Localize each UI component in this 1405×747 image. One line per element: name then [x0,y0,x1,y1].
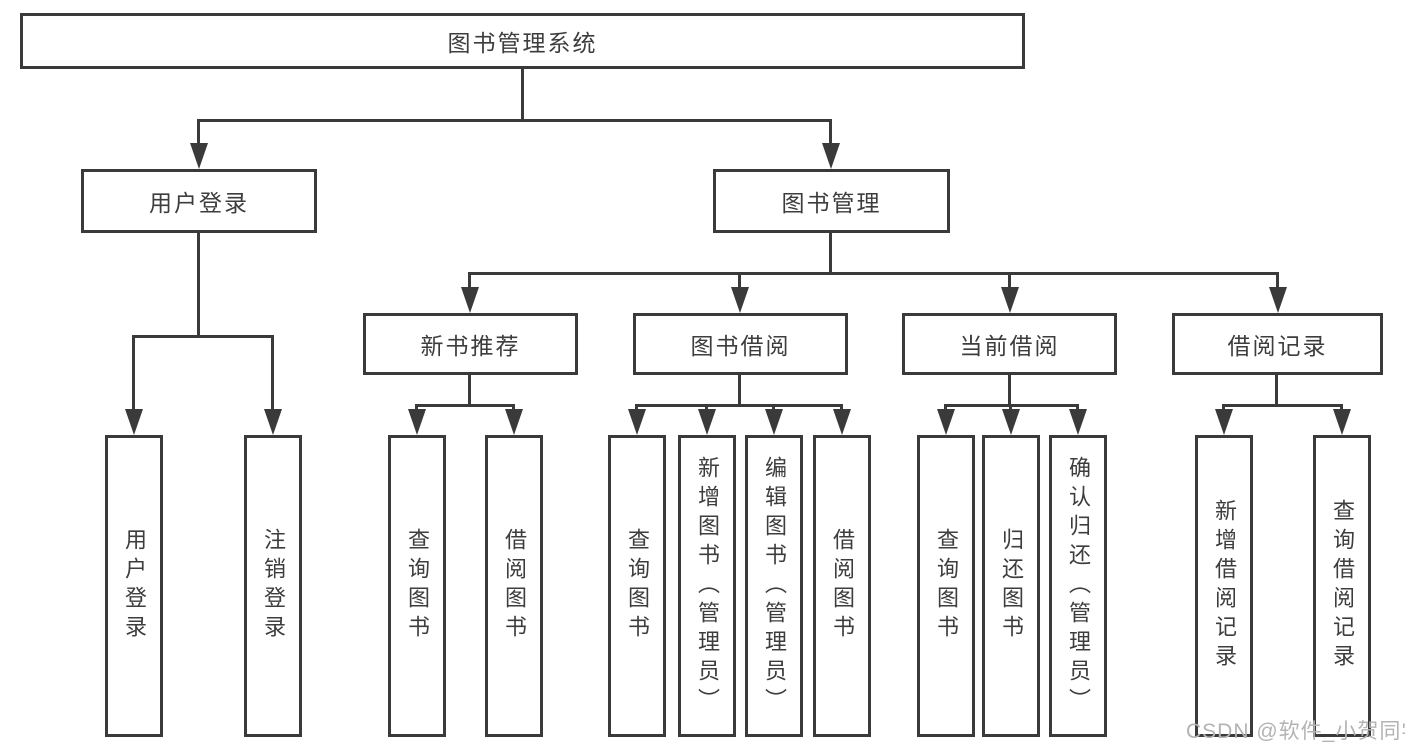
leaf-query-borrow-record-label: 查询借阅记录 [1330,499,1355,673]
leaf-query-books-recommend: 查询图书 [388,435,446,737]
connector-line [946,404,1079,407]
connector-line [521,69,524,120]
connector-line [705,404,708,412]
arrow-down-icon [731,287,749,313]
leaf-query-books-recommend-label: 查询图书 [405,528,430,644]
leaf-logout-label: 注销登录 [261,528,286,644]
leaf-borrow-books: 借阅图书 [813,435,871,737]
leaf-query-books-borrow-label: 查询图书 [625,528,650,644]
connector-line [197,233,200,336]
node-user-login-label: 用户登录 [149,190,249,216]
connector-line [134,335,274,338]
node-root-label: 图书管理系统 [447,30,598,56]
leaf-edit-books-admin: 编辑图书（管理员） [745,435,803,737]
connector-line [1076,404,1079,412]
arrow-down-icon [1002,409,1020,435]
connector-line [271,335,274,410]
arrow-down-icon [833,409,851,435]
node-new-book-recommend: 新书推荐 [363,313,578,375]
connector-line [738,272,741,288]
connector-line [944,404,947,412]
leaf-confirm-return-admin: 确认归还（管理员） [1049,435,1107,737]
node-root: 图书管理系统 [20,13,1025,69]
arrow-down-icon [822,143,840,169]
leaf-add-borrow-record-label: 新增借阅记录 [1212,499,1237,673]
node-book-management-label: 图书管理 [781,190,882,216]
leaf-add-books-admin-label: 新增图书（管理员） [695,455,720,717]
arrow-down-icon [1269,287,1287,313]
leaf-add-borrow-record: 新增借阅记录 [1195,435,1253,737]
leaf-borrow-books-recommend-label: 借阅图书 [502,528,527,644]
node-user-login: 用户登录 [81,169,317,233]
connector-line [197,119,200,145]
leaf-query-books-borrow: 查询图书 [608,435,666,737]
leaf-edit-books-admin-label: 编辑图书（管理员） [762,455,787,717]
connector-line [132,335,135,410]
connector-line [738,375,741,407]
arrow-down-icon [505,409,523,435]
node-borrow-records-label: 借阅记录 [1227,333,1328,359]
node-current-borrow-label: 当前借阅 [959,333,1060,359]
connector-line [1275,375,1278,407]
leaf-query-books-current-label: 查询图书 [934,528,959,644]
connector-line [1224,404,1343,407]
watermark-text: CSDN @软件_小贺同学 [1186,720,1405,743]
connector-line [1009,404,1012,412]
leaf-add-books-admin: 新增图书（管理员） [678,435,736,737]
arrow-down-icon [937,409,955,435]
connector-line [1008,375,1011,407]
connector-line [417,404,515,407]
arrow-down-icon [1333,409,1351,435]
connector-line [415,404,418,412]
node-borrow-records: 借阅记录 [1172,313,1383,375]
connector-line [840,404,843,412]
arrow-down-icon [765,409,783,435]
arrow-down-icon [1001,287,1019,313]
leaf-borrow-books-label: 借阅图书 [830,528,855,644]
arrow-down-icon [1215,409,1233,435]
connector-line [829,233,832,273]
arrow-down-icon [408,409,426,435]
connector-line [637,404,843,407]
arrow-down-icon [190,143,208,169]
arrow-down-icon [264,409,282,435]
connector-line [1276,272,1279,288]
leaf-user-login-label: 用户登录 [122,528,147,644]
connector-line [470,272,1279,275]
leaf-borrow-books-recommend: 借阅图书 [485,435,543,737]
node-new-book-recommend-label: 新书推荐 [420,333,521,359]
connector-line [829,119,832,145]
connector-line [1222,404,1225,412]
leaf-query-borrow-record: 查询借阅记录 [1313,435,1371,737]
arrow-down-icon [125,409,143,435]
arrow-down-icon [628,409,646,435]
node-current-borrow: 当前借阅 [902,313,1117,375]
node-book-borrow: 图书借阅 [633,313,848,375]
node-book-borrow-label: 图书借阅 [690,333,791,359]
connector-line [468,272,471,288]
node-book-management: 图书管理 [713,169,950,233]
connector-line [468,375,471,407]
connector-line [635,404,638,412]
connector-line [772,404,775,412]
connector-line [1008,272,1011,288]
leaf-confirm-return-admin-label: 确认归还（管理员） [1066,455,1091,717]
leaf-logout: 注销登录 [244,435,302,737]
arrow-down-icon [698,409,716,435]
connector-line [512,404,515,412]
leaf-return-books: 归还图书 [982,435,1040,737]
arrow-down-icon [461,287,479,313]
leaf-return-books-label: 归还图书 [999,528,1024,644]
leaf-query-books-current: 查询图书 [917,435,975,737]
connector-line [1340,404,1343,412]
connector-line [197,119,831,122]
leaf-user-login: 用户登录 [105,435,163,737]
arrow-down-icon [1069,409,1087,435]
